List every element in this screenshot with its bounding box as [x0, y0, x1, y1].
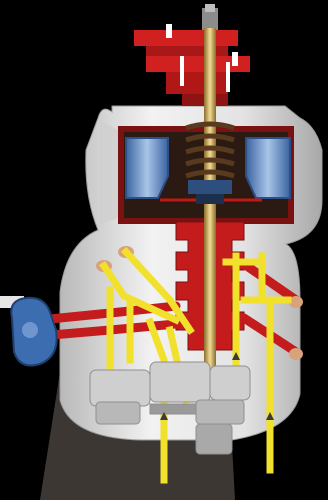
valve-cap-icon	[134, 4, 250, 106]
blue-valve	[0, 296, 57, 366]
